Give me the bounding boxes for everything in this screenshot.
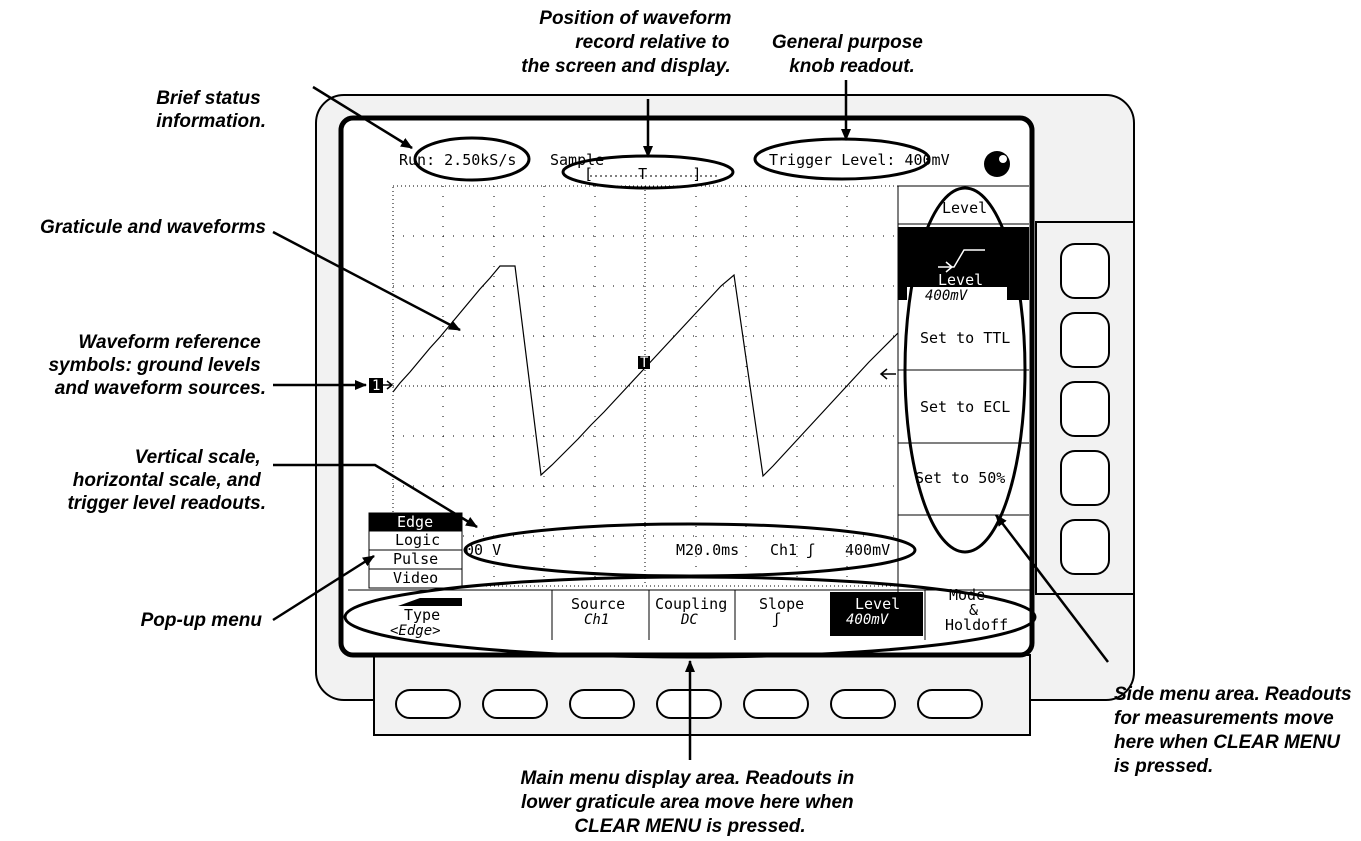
grid-horizontal-lines <box>393 235 898 537</box>
svg-text:Ch1: Ch1 <box>584 612 609 628</box>
ellipse-main-menu <box>343 575 1037 659</box>
main-item-source[interactable]: Source Ch1 <box>571 595 625 628</box>
leader-status <box>312 85 413 150</box>
svg-text:&: & <box>969 601 978 619</box>
leader-graticule <box>272 230 461 332</box>
svg-text:Level: Level <box>855 595 900 613</box>
side-button-2[interactable] <box>1060 312 1110 368</box>
svg-text:Source: Source <box>571 595 625 613</box>
popup-item-logic[interactable]: Logic <box>395 531 440 549</box>
bottom-button-2[interactable] <box>482 689 548 719</box>
bottom-button-6[interactable] <box>830 689 896 719</box>
readout-vertical-scale: 00 V <box>465 541 501 559</box>
side-item-set-ttl[interactable]: Set to TTL <box>920 329 1010 347</box>
knob-indicator <box>984 151 1010 177</box>
status-run: Run: 2.50kS/s <box>399 151 516 169</box>
svg-text:DC: DC <box>680 612 698 628</box>
side-menu: Level Level 400mV Set to TTL Set to ECL … <box>897 185 1029 596</box>
bottom-buttons <box>395 689 983 719</box>
svg-text:<Edge>: <Edge> <box>390 623 441 639</box>
bottom-button-1[interactable] <box>395 689 461 719</box>
svg-text:Slope: Slope <box>759 595 804 613</box>
leader-side-menu <box>995 514 1109 663</box>
callout-graticule: Graticule and waveforms <box>40 217 266 238</box>
callout-position: Position of waveform record relative to … <box>521 8 736 77</box>
side-item-set-50[interactable]: Set to 50% <box>915 469 1005 487</box>
callout-knob: General purpose knob readout. <box>772 32 928 77</box>
main-item-level[interactable]: Level 400mV <box>830 592 923 636</box>
svg-text:T: T <box>640 355 649 371</box>
ch1-ground-marker: 1 <box>369 378 394 394</box>
popup-menu: Edge Logic Pulse Video <box>368 512 463 589</box>
ch1-waveform <box>392 265 899 478</box>
main-item-coupling[interactable]: Coupling DC <box>655 595 727 628</box>
svg-text:Edge: Edge <box>397 513 433 531</box>
side-menu-title: Level <box>942 199 987 217</box>
svg-text:1: 1 <box>372 378 380 394</box>
svg-text:Coupling: Coupling <box>655 595 727 613</box>
callout-side-menu: Side menu area. Readouts for measurement… <box>1114 684 1357 777</box>
status-mode: Sample <box>550 151 604 169</box>
svg-text:400mV: 400mV <box>846 612 890 628</box>
readout-timebase: M20.0ms <box>676 541 739 559</box>
svg-text:Level: Level <box>938 271 983 289</box>
callout-main-menu: Main menu display area. Readouts in lowe… <box>521 768 860 837</box>
svg-text:ʃ: ʃ <box>772 610 781 628</box>
callout-popup: Pop-up menu <box>141 610 263 631</box>
ellipse-side-menu <box>903 186 1027 554</box>
bottom-button-5[interactable] <box>743 689 809 719</box>
leader-lines <box>272 80 1109 760</box>
main-item-type[interactable]: Type <Edge> <box>390 598 462 639</box>
callouts: Brief status information. Position of wa… <box>40 8 1357 837</box>
main-menu: Type <Edge> Source Ch1 Coupling DC Slope… <box>348 586 1030 640</box>
trigger-marker: T <box>638 355 650 371</box>
side-item-level[interactable]: Level 400mV <box>898 227 1029 304</box>
readout-trigger-level: 400mV <box>845 541 890 559</box>
popup-item-pulse[interactable]: Pulse <box>393 550 438 568</box>
readout-trigger-source: Ch1 ʃ <box>770 541 815 559</box>
side-level-value: 400mV <box>925 288 969 304</box>
trigger-level-readout: Trigger Level: 400mV <box>769 151 950 169</box>
svg-text:Holdoff: Holdoff <box>945 616 1008 634</box>
popup-item-edge[interactable]: Edge <box>369 513 462 531</box>
type-tab-icon <box>398 598 462 606</box>
side-buttons <box>1060 243 1110 575</box>
leader-scale <box>273 463 478 529</box>
ellipse-status <box>413 136 531 182</box>
rising-edge-icon <box>938 249 985 273</box>
side-button-5[interactable] <box>1060 519 1110 575</box>
main-item-slope[interactable]: Slope ʃ <box>759 595 804 628</box>
screen-frame <box>338 115 1035 658</box>
side-button-4[interactable] <box>1060 450 1110 506</box>
svg-text:Type: Type <box>404 606 440 624</box>
record-position-readout: [ T ] <box>584 165 701 183</box>
callout-refsym: Waveform reference symbols: ground level… <box>48 332 266 399</box>
side-item-set-ecl[interactable]: Set to ECL <box>920 398 1010 416</box>
instrument-bezel <box>315 94 1135 736</box>
bottom-button-7[interactable] <box>917 689 983 719</box>
popup-item-video[interactable]: Video <box>393 569 438 587</box>
bottom-button-3[interactable] <box>569 689 635 719</box>
side-button-1[interactable] <box>1060 243 1110 299</box>
side-button-3[interactable] <box>1060 381 1110 437</box>
trigger-level-arrow <box>879 368 896 380</box>
highlight-ellipses <box>343 136 1037 659</box>
callout-scale: Vertical scale, horizontal scale, and tr… <box>67 447 266 514</box>
callout-status: Brief status information. <box>156 88 266 132</box>
leader-popup <box>272 554 375 622</box>
